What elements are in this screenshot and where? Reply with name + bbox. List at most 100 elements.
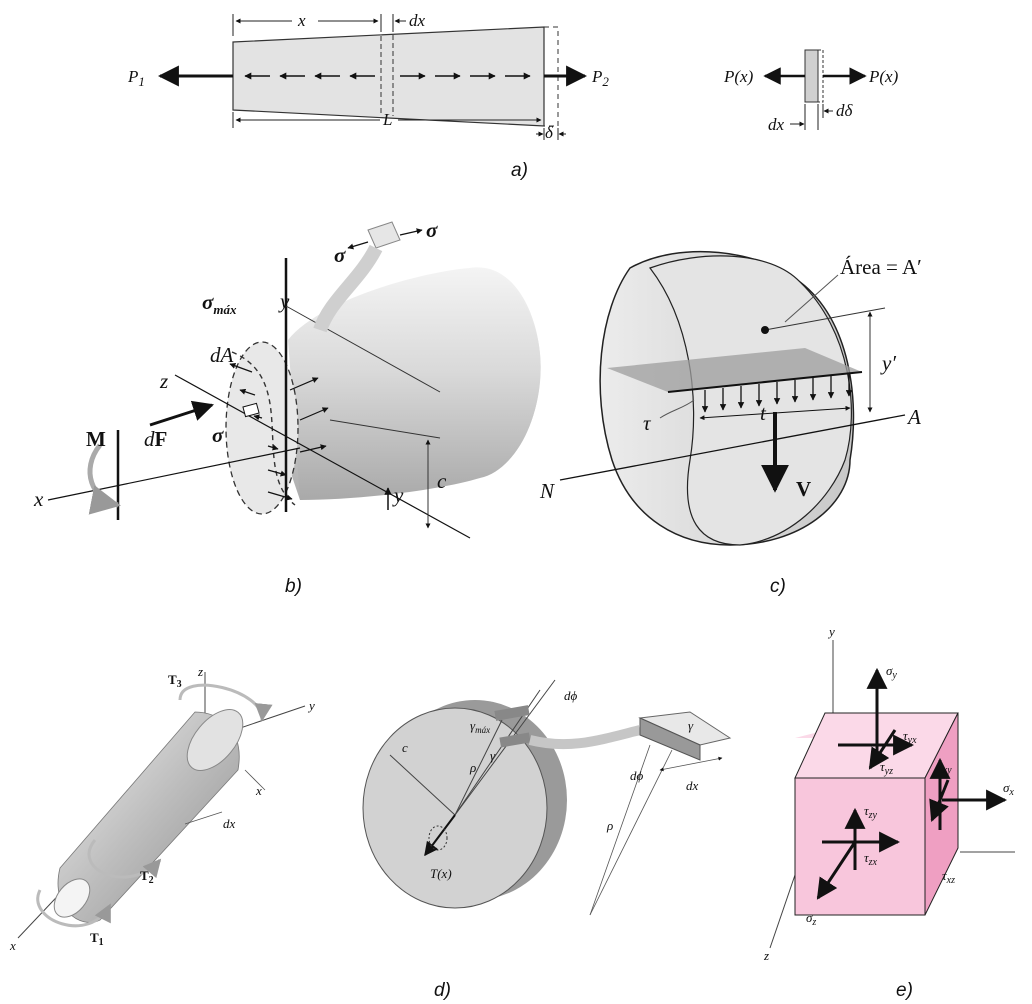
label-dphi2-d: dϕ: [630, 768, 644, 783]
disk-face: [362, 707, 548, 909]
shear-cut-plane: [607, 348, 862, 392]
figure-b-bending-beam: [47, 221, 541, 539]
tx-curl: [428, 825, 448, 851]
label-a-axis: A: [906, 405, 921, 429]
dimension-l: [232, 112, 566, 140]
torque-t3: [178, 683, 273, 722]
neutral-line: [285, 305, 441, 393]
disk-strain-element-1: [494, 705, 530, 721]
label-sigma-left: σ: [334, 243, 346, 267]
disk-strain-element-2: [499, 732, 531, 748]
z-axis-e: [769, 874, 796, 949]
shaft-large-end: [186, 709, 244, 771]
sigma-arrow-right: [399, 228, 423, 236]
label-p1: P1: [127, 67, 145, 89]
element-dims: [790, 104, 833, 130]
dx-dim-d: [184, 811, 223, 825]
label-df: dF: [144, 427, 167, 451]
label-t3: T3: [168, 672, 182, 690]
z-axis: [174, 374, 471, 539]
label-t1: T1: [90, 930, 104, 948]
stress-element-cube: [367, 221, 401, 249]
beam-body: [262, 267, 541, 500]
label-area: Área = A′: [840, 255, 922, 279]
strain-element-rho-a: [589, 744, 651, 916]
caption-d: d): [434, 980, 451, 1001]
label-da: dA: [210, 343, 234, 367]
caption-a: a): [511, 160, 528, 181]
caption-b: b): [285, 576, 302, 597]
label-t2: T2: [140, 868, 154, 886]
label-tau-zx: τzx: [864, 850, 878, 868]
df-arrow: [149, 400, 214, 427]
label-dx2-d: dx: [686, 778, 699, 793]
cut-edge: [667, 371, 863, 393]
strain-element-rho-b: [589, 749, 673, 916]
da-element: [242, 402, 260, 418]
label-y-d: y: [307, 698, 315, 713]
label-c-b: c: [437, 469, 447, 493]
c-dim-line: [329, 419, 441, 439]
label-tau-zy: τzy: [864, 803, 878, 821]
label-x: x: [297, 11, 306, 30]
label-sigma-small: σ: [212, 423, 224, 447]
shear-arrows: [701, 374, 853, 413]
label-ddelta: dδ: [836, 101, 854, 120]
label-dx: dx: [409, 11, 426, 30]
label-y-e: y: [827, 624, 835, 639]
label-m: M: [86, 427, 106, 451]
label-ybar: y′: [880, 351, 896, 375]
stress-profile: [231, 351, 296, 506]
centroid-point: [761, 326, 769, 334]
sigma-arrow-left: [347, 241, 369, 250]
element-slice: [804, 49, 819, 103]
label-dx2: dx: [768, 115, 785, 134]
label-x-b: x: [33, 487, 44, 511]
label-dx-d: dx: [223, 816, 236, 831]
label-sigma-max: σmáx: [202, 290, 237, 317]
moment-arrow: [87, 443, 121, 515]
figure-e-stress-cube: [769, 640, 1015, 949]
label-tau-yx: τyx: [903, 728, 917, 746]
disk-radius: [389, 754, 456, 816]
label-tau: τ: [643, 411, 652, 435]
strain-lead: [528, 725, 642, 750]
torque-t1: [36, 889, 112, 928]
ybar-top: [764, 307, 886, 331]
label-tx: T(x): [430, 866, 452, 881]
label-z-e: z: [763, 948, 769, 963]
tau-yz-arrow: [868, 729, 897, 770]
label-tau-xy: τxy: [938, 758, 952, 776]
tau-xz-arrow: [929, 779, 950, 822]
label-n-axis: N: [539, 479, 555, 503]
tau-leader: [659, 399, 695, 419]
area-leader: [784, 274, 839, 323]
disk-top: [454, 679, 556, 816]
label-z-b: z: [159, 369, 168, 393]
figure-d-torsion-shaft: [17, 672, 732, 939]
label-l: L: [382, 110, 392, 129]
label-dphi: dϕ: [564, 688, 578, 703]
label-rho-d: ρ: [469, 760, 476, 775]
label-gamma-d: γ: [490, 748, 496, 763]
torque-t2: [87, 839, 162, 879]
dimension-x: [232, 14, 406, 36]
section-face: [649, 255, 852, 546]
label-p2: P2: [591, 67, 609, 89]
figure-a-axial-bar: x dx L δ P1 P2 P(x) P(x) dx d: [127, 11, 899, 142]
label-z-d: z: [197, 664, 203, 679]
label-y-b: y: [278, 289, 290, 313]
label-x-axis-d: x: [9, 938, 16, 953]
x-dim-d: [244, 769, 266, 791]
caption-c: c): [770, 576, 786, 597]
label-gmax: γmáx: [470, 718, 490, 735]
label-sigma-z: σz: [806, 910, 816, 928]
label-gamma2-d: γ: [688, 718, 694, 733]
label-x-dim-d: x: [255, 783, 262, 798]
tx-arrow: [424, 814, 456, 857]
label-y2-b: y: [392, 483, 404, 507]
label-sigma-top: σ: [426, 218, 438, 242]
label-tau-xz: τxz: [942, 868, 955, 886]
element-slice-deformed: [817, 49, 824, 103]
